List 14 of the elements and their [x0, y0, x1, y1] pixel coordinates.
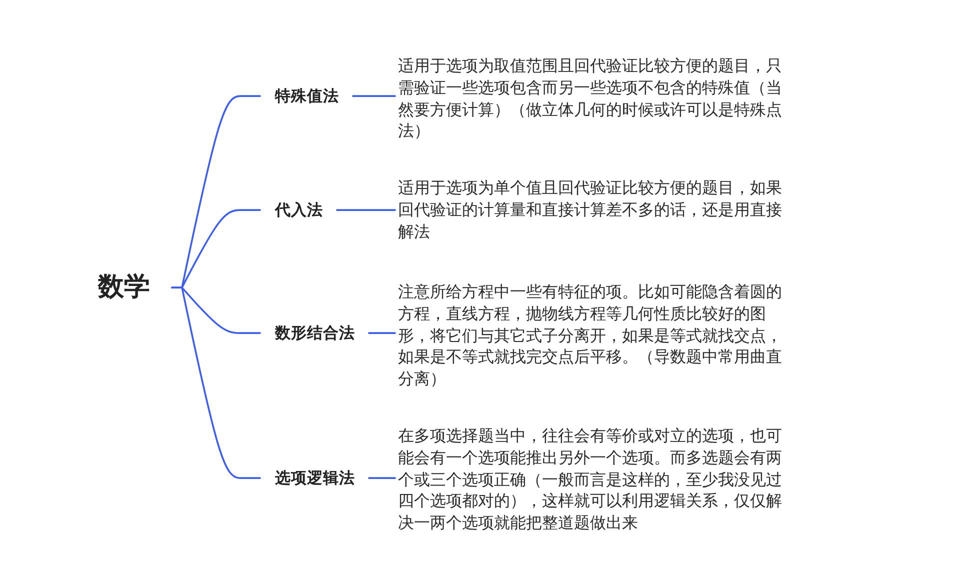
description-text: 注意所给方程中一些有特征的项。比如可能隐含着圆的方程，直线方程，抛物线方程等几何性质比较好的图形，将它们与其它式子分离开，如果是等式就找交点，如果是不等式就找完交点后平移。（导数题中常用曲直分离） — [398, 281, 786, 390]
connector-line — [171, 286, 261, 479]
branch-topic: 数形结合法 — [275, 323, 355, 344]
connector-line — [368, 477, 396, 479]
root-topic: 数学 — [98, 272, 150, 304]
connector-line — [352, 95, 396, 97]
branch-topic: 代入法 — [275, 200, 323, 220]
connector-line — [368, 332, 396, 334]
description-text: 适用于选项为单个值且回代验证比较方便的题目，如果回代验证的计算量和直接计算差不多的话，还是用直接解法 — [398, 177, 786, 242]
description-text: 适用于选项为取值范围且回代验证比较方便的题目，只需验证一些选项包含而另一些选项不包含的特殊值（当然要方便计算）（做立体几何的时候或许可以是特殊点法） — [398, 55, 786, 142]
branch-topic: 特殊值法 — [275, 86, 339, 106]
branch-topic: 选项逻辑法 — [275, 468, 355, 488]
description-text: 在多项选择题当中，往往会有等价或对立的选项，也可能会有一个选项能推出另外一个选项。而多选题会有两个或三个选项正确（一般而言是这样的，至少我没见过四个选项都对的），这样就可以利用逻辑关系，仅仅解决一两个选项就能把整道题做出来 — [398, 425, 786, 534]
connector-line — [336, 209, 396, 211]
